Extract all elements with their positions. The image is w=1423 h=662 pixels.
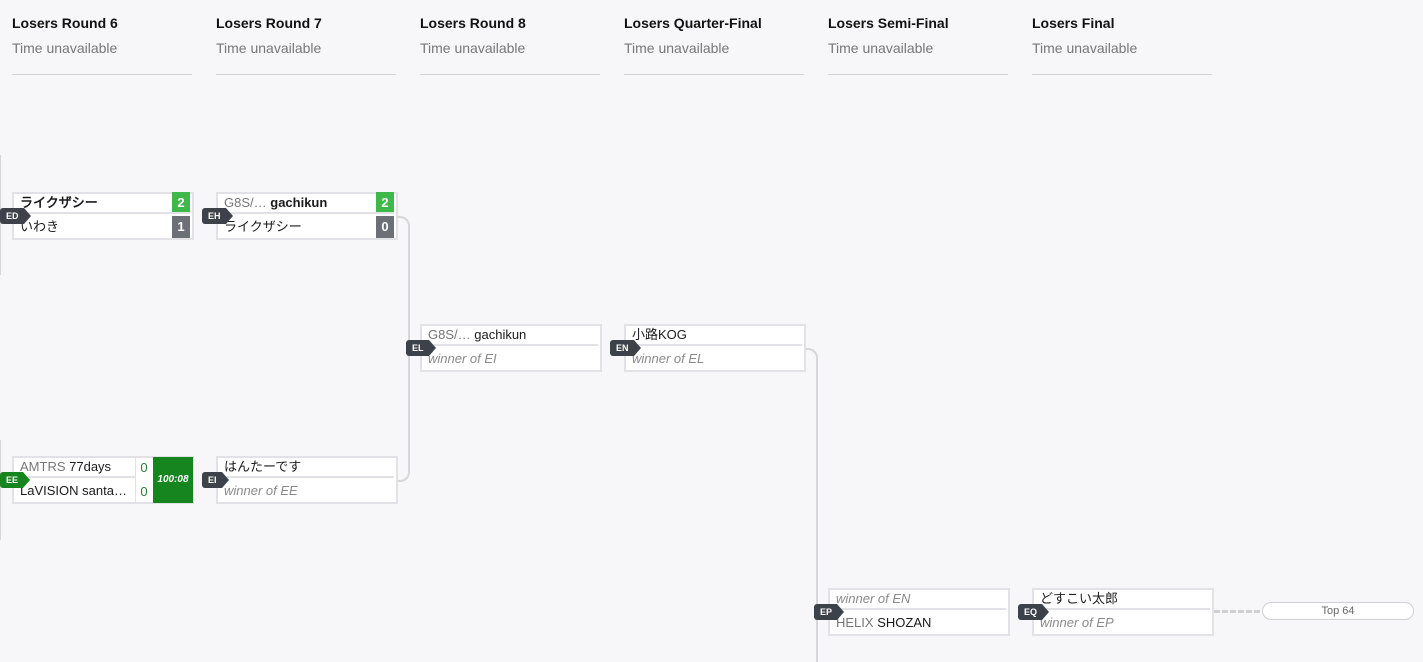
round-divider — [1032, 74, 1212, 75]
match-id-tag: EL — [406, 340, 435, 356]
match-id-tag: EN — [610, 340, 640, 356]
match-ei[interactable]: はんたーです winner of EE — [216, 456, 398, 504]
player-name: 77days — [69, 459, 112, 474]
placement-pill: Top 64 — [1262, 602, 1414, 620]
match-timer: 100:08 — [153, 457, 193, 503]
round-title: Losers Final — [1032, 15, 1115, 31]
player-name: ライクザシー — [224, 219, 302, 234]
player-name: gachikun — [474, 327, 527, 342]
match-card — [216, 192, 398, 240]
round-time: Time unavailable — [1032, 40, 1138, 56]
player-name: santa… — [82, 483, 127, 498]
round-divider — [624, 74, 804, 75]
match-eh[interactable]: G8S/… gachikun 2 ライクザシー 0 — [216, 192, 398, 240]
match-el[interactable]: G8S/… gachikun winner of EI — [420, 324, 602, 372]
match-ed[interactable]: ライクザシー 2 いわき 1 — [12, 192, 194, 240]
player-name: gachikun — [270, 195, 328, 210]
player-row[interactable]: G8S/… gachikun — [420, 324, 598, 346]
round-time: Time unavailable — [216, 40, 322, 56]
match-ep[interactable]: winner of EN HELIX SHOZAN — [828, 588, 1010, 636]
player-name: ライクザシー — [20, 195, 98, 210]
player-row[interactable]: winner of EL — [624, 348, 802, 370]
player-name: はんたーです — [224, 459, 302, 474]
team-prefix: G8S/… — [224, 195, 267, 210]
round-divider — [216, 74, 396, 75]
match-id-tag: EE — [0, 472, 31, 488]
placeholder-text: winner of EL — [632, 351, 705, 366]
match-card — [216, 456, 398, 504]
match-eq[interactable]: どすこい太郎 winner of EP — [1032, 588, 1214, 636]
round-title: Losers Round 6 — [12, 15, 118, 31]
placeholder-text: winner of EI — [428, 351, 497, 366]
player-row[interactable]: LaVISION santa… — [12, 480, 136, 502]
player-row[interactable]: winner of EE — [216, 480, 394, 502]
round-title: Losers Round 7 — [216, 15, 322, 31]
player-row[interactable]: HELIX SHOZAN — [828, 612, 1006, 634]
match-card — [624, 324, 806, 372]
round-time: Time unavailable — [420, 40, 526, 56]
live-scores: 0 0 — [135, 457, 152, 503]
round-divider — [420, 74, 600, 75]
player-score: 0 — [140, 484, 148, 499]
round-time: Time unavailable — [624, 40, 730, 56]
player-row[interactable]: いわき 1 — [12, 216, 190, 238]
match-ee[interactable]: AMTRS 77days LaVISION santa… 0 0 100:08 — [12, 456, 194, 504]
player-row[interactable]: winner of EP — [1032, 612, 1210, 634]
player-row[interactable]: G8S/… gachikun 2 — [216, 192, 394, 214]
team-prefix: LaVISION — [20, 483, 79, 498]
placeholder-text: winner of EE — [224, 483, 298, 498]
player-row[interactable]: AMTRS 77days — [12, 456, 136, 478]
team-prefix: AMTRS — [20, 459, 66, 474]
player-row[interactable]: ライクザシー 0 — [216, 216, 394, 238]
round-time: Time unavailable — [828, 40, 934, 56]
placeholder-text: winner of EN — [836, 591, 911, 606]
player-name: 小路KOG — [632, 327, 687, 342]
placeholder-text: winner of EP — [1040, 615, 1114, 630]
player-score: 2 — [376, 192, 394, 212]
connector-en-to-ep — [804, 348, 818, 662]
round-title: Losers Quarter-Final — [624, 15, 762, 31]
round-divider — [828, 74, 1008, 75]
player-row[interactable]: winner of EN — [828, 588, 1006, 610]
match-id-tag: ED — [0, 208, 30, 224]
round-time: Time unavailable — [12, 40, 118, 56]
player-row[interactable]: どすこい太郎 — [1032, 588, 1210, 610]
round-title: Losers Semi-Final — [828, 15, 949, 31]
match-id-tag: EI — [202, 472, 228, 488]
player-row[interactable]: ライクザシー 2 — [12, 192, 190, 214]
player-score: 1 — [172, 216, 190, 238]
player-score: 2 — [172, 192, 190, 212]
player-row[interactable]: 小路KOG — [624, 324, 802, 346]
team-prefix: G8S/… — [428, 327, 471, 342]
player-row[interactable]: winner of EI — [420, 348, 598, 370]
round-divider — [12, 74, 192, 75]
player-score: 0 — [376, 216, 394, 238]
match-id-tag: EP — [814, 604, 845, 620]
match-en[interactable]: 小路KOG winner of EL — [624, 324, 806, 372]
match-card — [12, 192, 194, 240]
player-score: 0 — [140, 460, 148, 475]
connector-line — [0, 440, 1, 540]
round-title: Losers Round 8 — [420, 15, 526, 31]
match-id-tag: EH — [202, 208, 232, 224]
dashed-connector — [1214, 610, 1260, 613]
player-name: SHOZAN — [877, 615, 932, 630]
team-prefix: HELIX — [836, 615, 874, 630]
player-name: どすこい太郎 — [1040, 591, 1119, 606]
player-row[interactable]: はんたーです — [216, 456, 394, 478]
match-id-tag: EQ — [1018, 604, 1050, 620]
